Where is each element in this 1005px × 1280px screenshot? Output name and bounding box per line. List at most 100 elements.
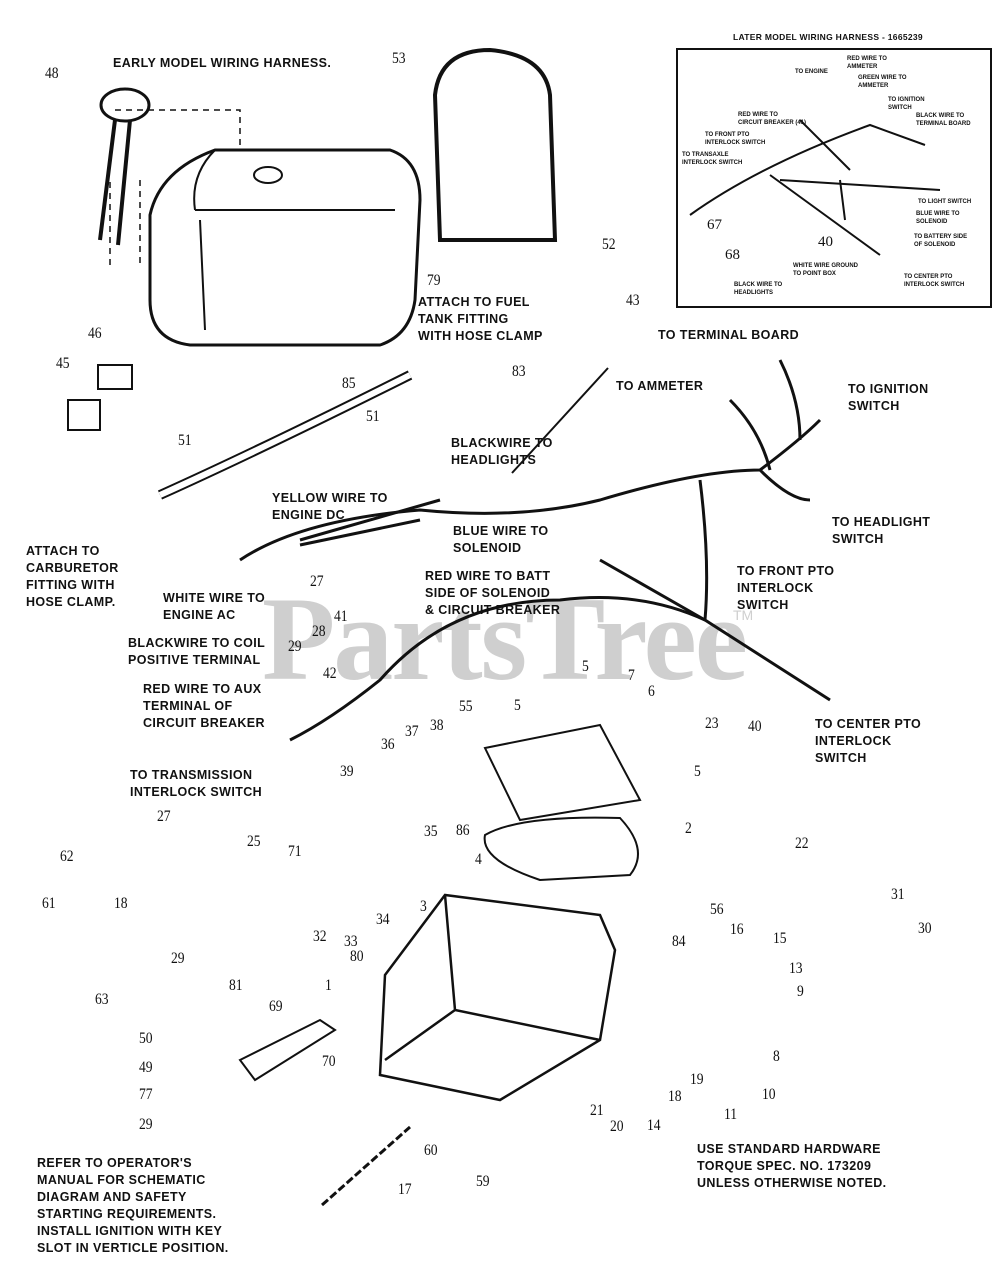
- callout: 52: [602, 236, 616, 253]
- battery-box: [378, 893, 617, 1102]
- callout: 41: [334, 608, 348, 625]
- callout: 37: [405, 723, 419, 740]
- watermark-tm: TM: [733, 607, 754, 623]
- inset-harness: [689, 119, 941, 256]
- callout: 4: [475, 851, 482, 868]
- inset-panel: [676, 48, 992, 308]
- callout: 77: [139, 1086, 153, 1103]
- callout: 29: [171, 950, 185, 967]
- note-coil: BLACKWIRE TO COIL POSITIVE TERMINAL: [128, 636, 266, 667]
- callout: 2: [685, 820, 692, 837]
- fuel-cap-gauge: [98, 87, 241, 265]
- callout: 23: [705, 715, 719, 732]
- callout: 29: [139, 1116, 153, 1133]
- callout: 43: [626, 292, 640, 309]
- callout: 38: [430, 717, 444, 734]
- callout: 55: [459, 698, 473, 715]
- inset-label: BLACK WIRE TO HEADLIGHTS: [734, 282, 783, 296]
- callout: 8: [773, 1048, 780, 1065]
- callout: 20: [610, 1118, 624, 1135]
- callout: 39: [340, 763, 354, 780]
- inset-label: TO TRANSAXLE INTERLOCK SWITCH: [682, 152, 743, 166]
- callout: 62: [60, 848, 74, 865]
- callout: 80: [350, 948, 364, 965]
- callout: 56: [710, 901, 724, 918]
- callout: 25: [247, 833, 261, 850]
- inset-label: TO IGNITION SWITCH: [888, 97, 925, 111]
- note-carburetor: ATTACH TO CARBURETOR FITTING WITH HOSE C…: [26, 544, 119, 609]
- callout: 27: [310, 573, 324, 590]
- callout: 36: [381, 736, 395, 753]
- note-transmission: TO TRANSMISSION INTERLOCK SWITCH: [130, 768, 263, 799]
- callout: 40: [748, 718, 762, 735]
- bracket-70: [238, 1018, 337, 1082]
- cable-17: [321, 1125, 411, 1207]
- callout: 10: [762, 1086, 776, 1103]
- note-headlights: BLACKWIRE TO HEADLIGHTS: [451, 436, 553, 467]
- inset-callout: 40: [818, 234, 833, 250]
- callout: 86: [456, 822, 470, 839]
- callout: 63: [95, 991, 109, 1008]
- plate-55: [483, 723, 642, 822]
- inset-callout: 68: [725, 247, 740, 263]
- inset-label: BLUE WIRE TO SOLENOID: [916, 211, 960, 225]
- callout: 21: [590, 1102, 604, 1119]
- callout: 1: [325, 977, 332, 994]
- callout: 49: [139, 1059, 153, 1076]
- callout: 31: [891, 886, 905, 903]
- callout: 33: [344, 933, 358, 950]
- note-torque-spec: USE STANDARD HARDWARE TORQUE SPEC. NO. 1…: [697, 1142, 887, 1190]
- callout: 45: [56, 355, 70, 372]
- callout: 6: [648, 683, 655, 700]
- note-front-pto: TO FRONT PTO INTERLOCK SWITCH: [737, 564, 835, 612]
- callout: 32: [313, 928, 327, 945]
- callout: 50: [139, 1030, 153, 1047]
- callout: 7: [628, 667, 635, 684]
- callout: 18: [114, 895, 128, 912]
- callout: 22: [795, 835, 809, 852]
- inset-label: TO LIGHT SWITCH: [918, 199, 972, 205]
- note-ammeter: TO AMMETER: [616, 379, 704, 393]
- note-early-harness: EARLY MODEL WIRING HARNESS.: [113, 56, 332, 70]
- callout: 69: [269, 998, 283, 1015]
- inset-label: BLACK WIRE TO TERMINAL BOARD: [916, 113, 971, 127]
- callout: 83: [512, 363, 526, 380]
- wiring-harness: [239, 359, 831, 742]
- inset-label: TO FRONT PTO INTERLOCK SWITCH: [705, 132, 766, 146]
- callout: 5: [694, 763, 701, 780]
- inset-label: RED WIRE TO AMMETER: [847, 56, 887, 70]
- inset-label: WHITE WIRE GROUND TO POINT BOX: [793, 263, 858, 277]
- note-terminal-board: TO TERMINAL BOARD: [658, 328, 800, 342]
- callout: 84: [672, 933, 686, 950]
- ground-wire: [511, 367, 609, 474]
- callout: 14: [647, 1117, 661, 1134]
- note-white-wire: WHITE WIRE TO ENGINE AC: [163, 591, 266, 622]
- note-fuel-tank-fitting: ATTACH TO FUEL TANK FITTING WITH HOSE CL…: [418, 295, 543, 343]
- callout: 3: [420, 898, 427, 915]
- note-yellow-wire: YELLOW WIRE TO ENGINE DC: [272, 491, 388, 522]
- note-headlight-switch: TO HEADLIGHT SWITCH: [832, 515, 931, 546]
- inset-label: GREEN WIRE TO AMMETER: [858, 75, 907, 89]
- callout: 35: [424, 823, 438, 840]
- callout: 51: [178, 432, 192, 449]
- note-ignition-switch: TO IGNITION SWITCH: [848, 382, 929, 413]
- note-center-pto: TO CENTER PTO INTERLOCK SWITCH: [815, 717, 922, 765]
- inset-title: LATER MODEL WIRING HARNESS - 1665239: [733, 32, 923, 42]
- callout: 71: [288, 843, 302, 860]
- callout: 15: [773, 930, 787, 947]
- callout: 28: [312, 623, 326, 640]
- part-45-pad: [67, 399, 101, 431]
- callout: 53: [392, 50, 406, 67]
- callout: 5: [582, 658, 589, 675]
- callout: 27: [157, 808, 171, 825]
- inset-label: RED WIRE TO CIRCUIT BREAKER (41): [738, 112, 807, 126]
- callout: 18: [668, 1088, 682, 1105]
- callout: 11: [724, 1106, 738, 1123]
- callout: 59: [476, 1173, 490, 1190]
- callout: 34: [376, 911, 390, 928]
- fuel-tank: [148, 148, 422, 347]
- note-blue-wire: BLUE WIRE TO SOLENOID: [453, 524, 549, 555]
- plate-2: [483, 816, 639, 882]
